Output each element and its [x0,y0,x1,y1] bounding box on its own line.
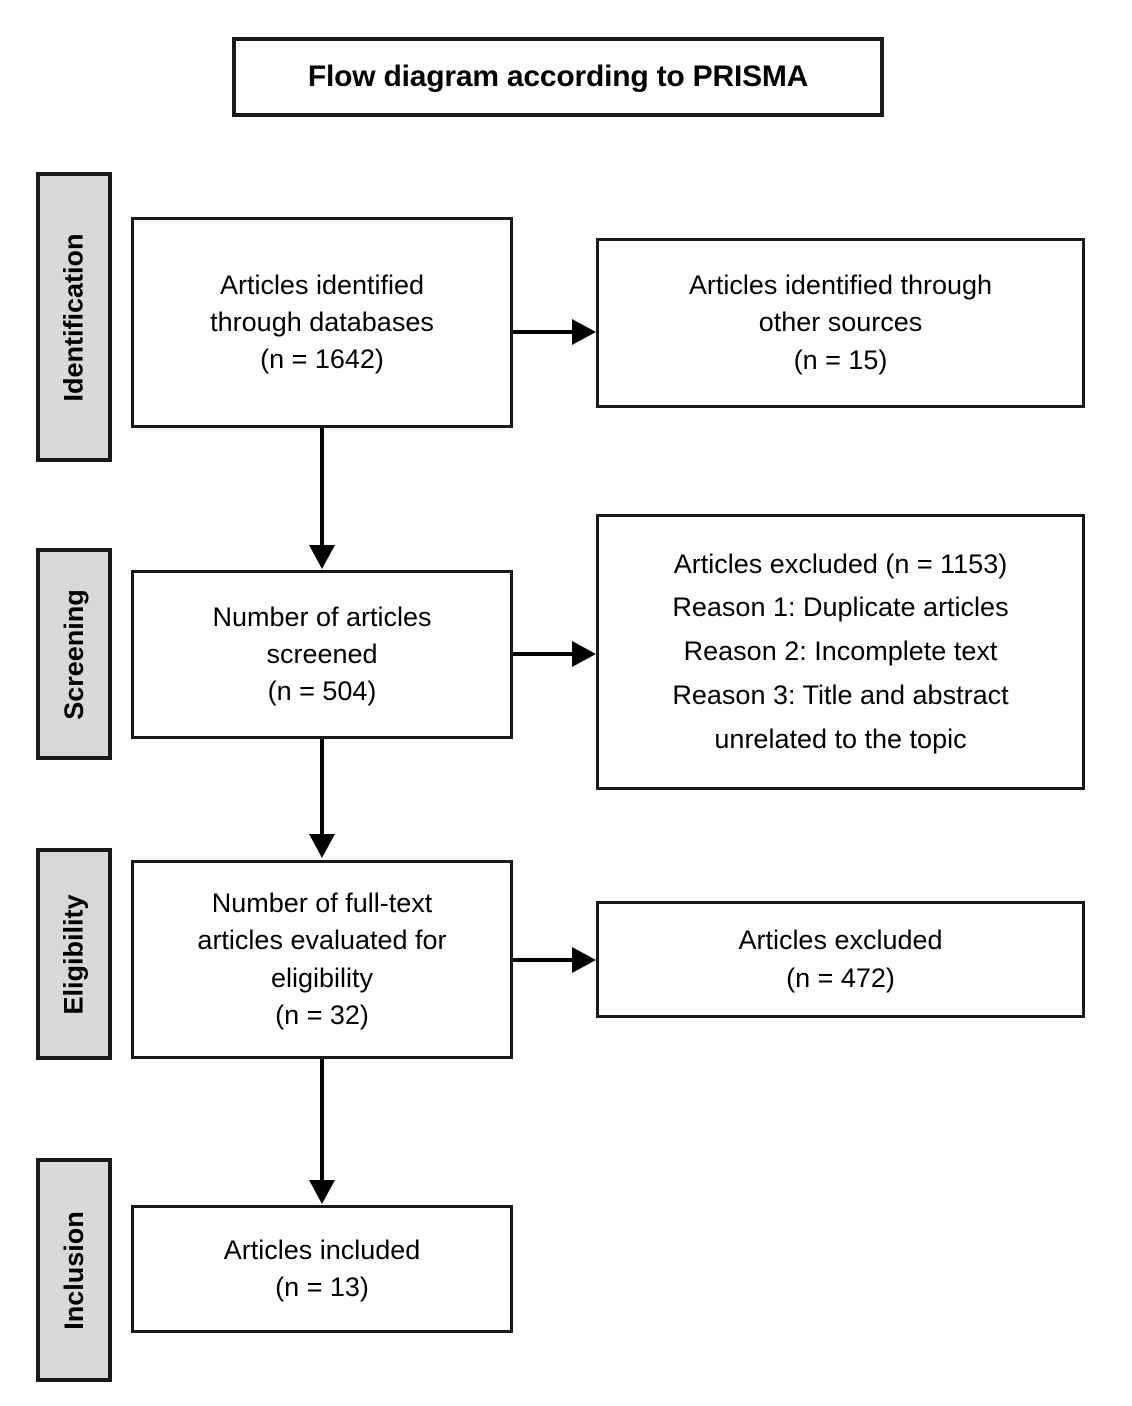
arrow-databases-to-other-sources [513,319,596,345]
box-line: screened [266,638,378,669]
arrow-fulltext-to-excluded [513,947,596,973]
box-line: (n = 504) [267,676,377,707]
diagram-title-box: Flow diagram according to PRISMA [232,37,884,117]
box-line: other sources [758,307,923,338]
box-line: Reason 1: Duplicate articles [672,592,1009,623]
diagram-title: Flow diagram according to PRISMA [307,60,809,93]
box-line: Articles included [223,1234,421,1265]
stage-label-identification: Identification [36,172,112,462]
box-line: Number of full-text [211,888,433,918]
arrow-screened-to-fulltext [309,739,335,858]
arrow-fulltext-to-included [309,1059,335,1204]
stage-label-screening: Screening [36,548,112,760]
box-line: Number of articles [212,601,432,632]
box-articles-excluded-screening: Articles excluded (n = 1153) Reason 1: D… [596,514,1085,790]
arrowhead-right-icon [572,319,596,345]
arrow-databases-to-screened [309,428,335,569]
box-articles-identified-other-sources: Articles identified through other source… [596,238,1085,408]
box-line: Articles identified [219,269,425,300]
box-line: through databases [210,306,434,337]
box-line: Reason 2: Incomplete text [683,636,998,667]
box-line: Articles excluded (n = 1153) [673,548,1008,579]
stage-label-eligibility: Eligibility [36,848,112,1060]
box-articles-included: Articles included (n = 13) [131,1205,513,1333]
box-articles-identified-databases: Articles identified through databases (n… [131,217,513,428]
arrowhead-down-icon [309,1180,335,1204]
stage-label-inclusion-text: Inclusion [58,1210,89,1330]
box-line: (n = 13) [275,1272,369,1302]
box-line: (n = 472) [786,962,895,993]
arrowhead-down-icon [309,834,335,858]
stage-label-screening-text: Screening [58,588,89,720]
box-line: Reason 3: Title and abstract [672,679,1009,710]
box-articles-screened: Number of articles screened (n = 504) [131,570,513,739]
box-line: eligibility [270,962,374,993]
box-line: Articles identified through [688,270,993,301]
box-line: unrelated to the topic [714,723,967,754]
box-fulltext-articles-evaluated: Number of full-text articles evaluated f… [131,860,513,1059]
arrow-screened-to-excluded [513,641,596,667]
box-line: (n = 15) [793,344,888,375]
box-articles-excluded-eligibility: Articles excluded (n = 472) [596,901,1085,1018]
box-line: (n = 32) [275,999,369,1030]
stage-label-eligibility-text: Eligibility [58,893,89,1015]
stage-label-inclusion: Inclusion [36,1158,112,1382]
box-line: Articles excluded [738,925,943,956]
arrowhead-down-icon [309,545,335,569]
arrowhead-right-icon [572,947,596,973]
arrowhead-right-icon [572,641,596,667]
stage-label-identification-text: Identification [58,233,89,401]
box-line: (n = 1642) [260,344,384,375]
box-line: articles evaluated for [197,925,447,956]
